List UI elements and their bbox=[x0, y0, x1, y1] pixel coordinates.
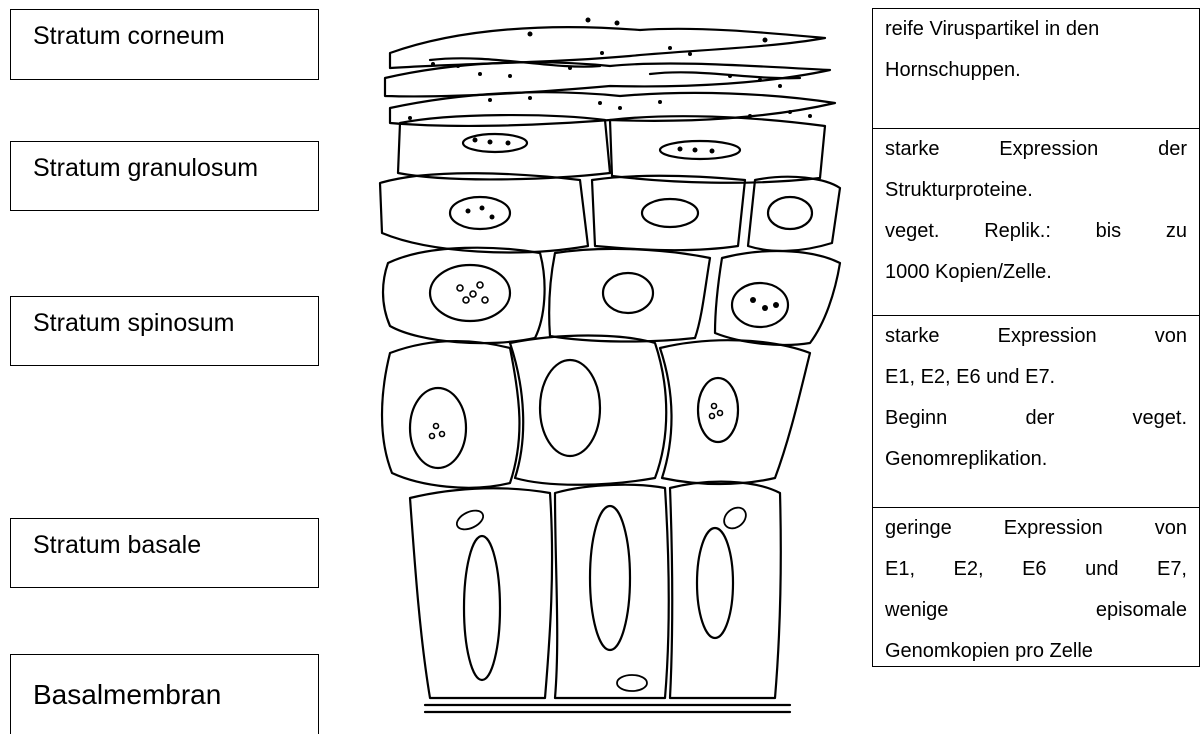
label-stratum-basale: Stratum basale bbox=[10, 518, 319, 588]
label-stratum-spinosum: Stratum spinosum bbox=[10, 296, 319, 366]
desc-line: E1, E2, E6 und E7. bbox=[873, 357, 1199, 398]
label-stratum-granulosum: Stratum granulosum bbox=[10, 141, 319, 211]
desc-spinosum: starke Expression von E1, E2, E6 und E7.… bbox=[872, 315, 1200, 508]
corneum-scales bbox=[385, 27, 835, 126]
desc-line: E1, E2, E6 und E7, bbox=[873, 549, 1199, 590]
granulosum-cells bbox=[380, 115, 840, 252]
desc-line: reife Viruspartikel in den bbox=[873, 9, 1199, 50]
epidermis-illustration bbox=[370, 8, 850, 723]
desc-line: Genomreplikation. bbox=[873, 439, 1199, 480]
basement-membrane bbox=[425, 705, 790, 712]
label-basalmembran: Basalmembran bbox=[10, 654, 319, 734]
desc-basale: geringe Expression von E1, E2, E6 und E7… bbox=[872, 507, 1200, 667]
desc-corneum: reife Viruspartikel in den Hornschuppen. bbox=[872, 8, 1200, 129]
desc-line: Hornschuppen. bbox=[873, 50, 1199, 91]
desc-line: starke Expression von bbox=[873, 316, 1199, 357]
desc-line: 1000 Kopien/Zelle. bbox=[873, 252, 1199, 293]
desc-line: Genomkopien pro Zelle bbox=[873, 631, 1199, 672]
desc-line: veget. Replik.: bis zu bbox=[873, 211, 1199, 252]
label-stratum-corneum: Stratum corneum bbox=[10, 9, 319, 80]
mitochondria bbox=[454, 503, 750, 691]
desc-line: Strukturproteine. bbox=[873, 170, 1199, 211]
desc-line: geringe Expression von bbox=[873, 508, 1199, 549]
desc-line: starke Expression der bbox=[873, 129, 1199, 170]
desc-granulosum: starke Expression der Strukturproteine. … bbox=[872, 128, 1200, 316]
desc-line: wenige episomale bbox=[873, 590, 1199, 631]
desc-line: Beginn der veget. bbox=[873, 398, 1199, 439]
